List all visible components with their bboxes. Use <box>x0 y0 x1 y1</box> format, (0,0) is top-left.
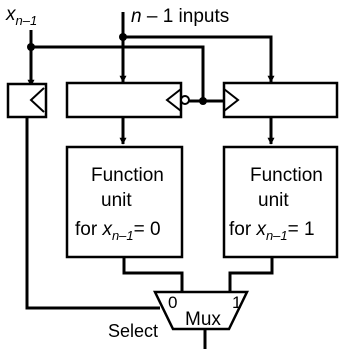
function-unit-0: Function unit for xn–1= 0 <box>65 145 184 259</box>
function-unit-1-line1: Function <box>250 165 323 186</box>
junction-dot <box>27 43 35 51</box>
junction-dot <box>199 97 207 105</box>
inverted-clock-bubble <box>180 95 190 105</box>
junction-dot <box>119 33 127 41</box>
function-unit-1-line2: unit <box>258 190 289 211</box>
inputs-label: n – 1 inputs <box>131 6 229 27</box>
mux-input-1-label: 1 <box>232 293 241 312</box>
function-unit-1: Function unit for xn–1= 1 <box>222 145 339 259</box>
register-1 <box>222 81 339 119</box>
register-outputs <box>119 117 275 145</box>
mux: 0 1 Mux <box>153 290 249 331</box>
select-label: Select <box>108 321 158 341</box>
select-register <box>6 82 48 119</box>
function-unit-0-line3: for xn–1= 0 <box>75 219 161 243</box>
function-unit-0-line2: unit <box>101 190 132 211</box>
select-wire <box>25 117 160 310</box>
function-unit-0-line1: Function <box>91 165 164 186</box>
function-unit-1-line3: for xn–1= 1 <box>229 219 315 243</box>
mux-input-0-label: 0 <box>168 293 177 312</box>
inputs-bus <box>119 12 275 83</box>
function-unit-outputs <box>122 257 274 293</box>
x-input-label: xn–1 <box>5 4 37 28</box>
mux-label: Mux <box>185 309 221 330</box>
register-0 <box>65 81 190 119</box>
